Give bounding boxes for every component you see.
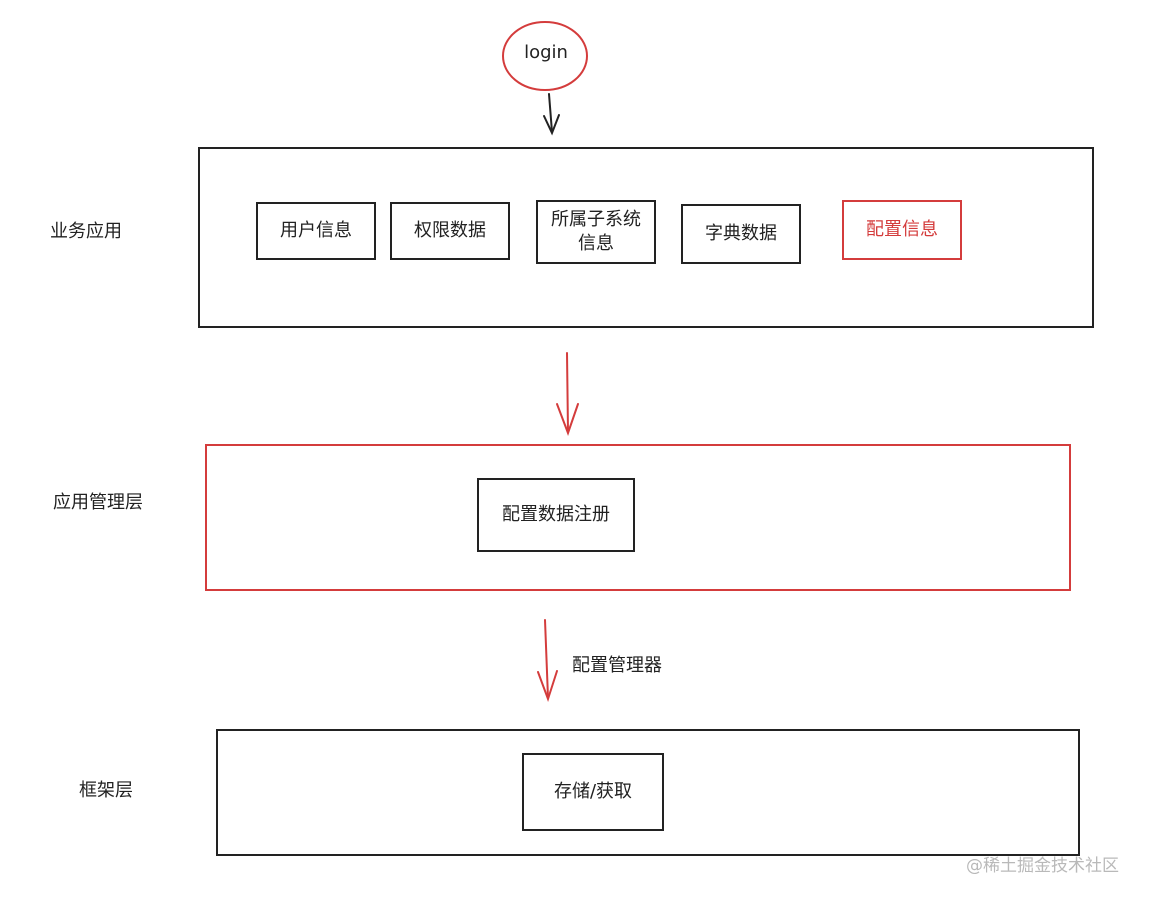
node-permission-data-label: 权限数据: [414, 220, 486, 241]
watermark-text: @稀土掘金技术社区: [966, 856, 1119, 876]
node-permission-data: 权限数据: [390, 202, 510, 260]
business-layer-box: [198, 147, 1094, 328]
node-config-info-label: 配置信息: [866, 219, 938, 240]
arrow-business-to-management: [556, 352, 579, 436]
layer-label-framework: 框架层: [79, 780, 133, 801]
node-store-retrieve: 存储/获取: [522, 753, 664, 831]
edge-label-config-manager: 配置管理器: [572, 655, 662, 676]
node-config-registration: 配置数据注册: [477, 478, 635, 552]
management-layer-box: [205, 444, 1071, 591]
arrow-login-to-business: [543, 93, 560, 136]
login-circle: [502, 21, 588, 91]
node-subsystem-info-label-line2: 信息: [578, 233, 614, 254]
node-dictionary-data: 字典数据: [681, 204, 801, 264]
arrow-management-to-framework: [537, 619, 558, 703]
framework-layer-box: [216, 729, 1080, 856]
login-node-label: login: [524, 42, 568, 63]
node-user-info-label: 用户信息: [280, 220, 352, 241]
node-config-info: 配置信息: [842, 200, 962, 260]
node-subsystem-info-label-line1: 所属子系统: [551, 209, 641, 230]
node-dictionary-data-label: 字典数据: [705, 223, 777, 244]
node-subsystem-info: 所属子系统 信息: [536, 200, 656, 264]
node-user-info: 用户信息: [256, 202, 376, 260]
layer-label-business: 业务应用: [50, 221, 122, 242]
layer-label-management: 应用管理层: [53, 492, 143, 513]
node-config-registration-label: 配置数据注册: [502, 504, 610, 525]
node-store-retrieve-label: 存储/获取: [553, 781, 633, 802]
